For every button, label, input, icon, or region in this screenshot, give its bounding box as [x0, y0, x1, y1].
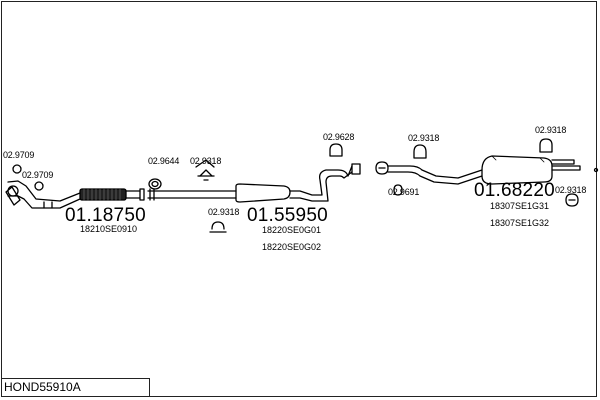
diagram-id: HOND55910A: [4, 380, 81, 394]
center-silencer-number: 01.55950: [247, 205, 328, 226]
rear-hanger-part-2[interactable]: [565, 193, 579, 207]
accessory-label-5: 02.9318: [208, 207, 240, 217]
hanger-part-2[interactable]: [413, 144, 427, 159]
bracket-part-2[interactable]: [195, 159, 215, 168]
rear-silencer-code-2: 18307SE1G32: [490, 218, 550, 228]
front-pipe-number: 01.18750: [65, 205, 146, 226]
accessory-label-1: 02.9709: [3, 150, 35, 160]
accessory-label-7: 02.9318: [408, 133, 440, 143]
center-silencer-code-2: 18220SE0G02: [262, 242, 322, 252]
accessory-label-6: 02.9628: [323, 132, 355, 142]
rear-hanger-part[interactable]: [539, 138, 553, 153]
accessory-label-9: 02.9318: [535, 125, 567, 135]
rear-silencer-code-1: 18307SE1G31: [490, 201, 550, 211]
front-pipe-code: 18210SE0910: [80, 224, 138, 234]
clamp-part[interactable]: [375, 161, 403, 196]
accessory-label-8: 02.9691: [388, 187, 420, 197]
center-silencer-part[interactable]: [147, 163, 361, 203]
front-pipe-part[interactable]: [5, 180, 145, 209]
center-silencer-code-1: 18220SE0G01: [262, 225, 322, 235]
rubber-hanger-part[interactable]: [329, 143, 343, 157]
accessory-label-2: 02.9709: [22, 170, 54, 180]
rear-silencer-part[interactable]: [481, 155, 581, 185]
hanger-part[interactable]: [209, 221, 227, 233]
rear-silencer-number: 01.68220: [474, 180, 555, 201]
gasket-part[interactable]: [148, 178, 162, 190]
intermediate-pipe-part[interactable]: [387, 165, 483, 185]
accessory-label-3: 02.9644: [148, 156, 180, 166]
accessory-label-10: 02.9318: [555, 185, 587, 195]
gasket-part-2[interactable]: [12, 164, 44, 191]
accessory-label-4: 02.9318: [190, 156, 222, 166]
pipe-end-marker: [593, 167, 599, 173]
bracket-part[interactable]: [197, 169, 215, 181]
title-box: [2, 378, 150, 396]
